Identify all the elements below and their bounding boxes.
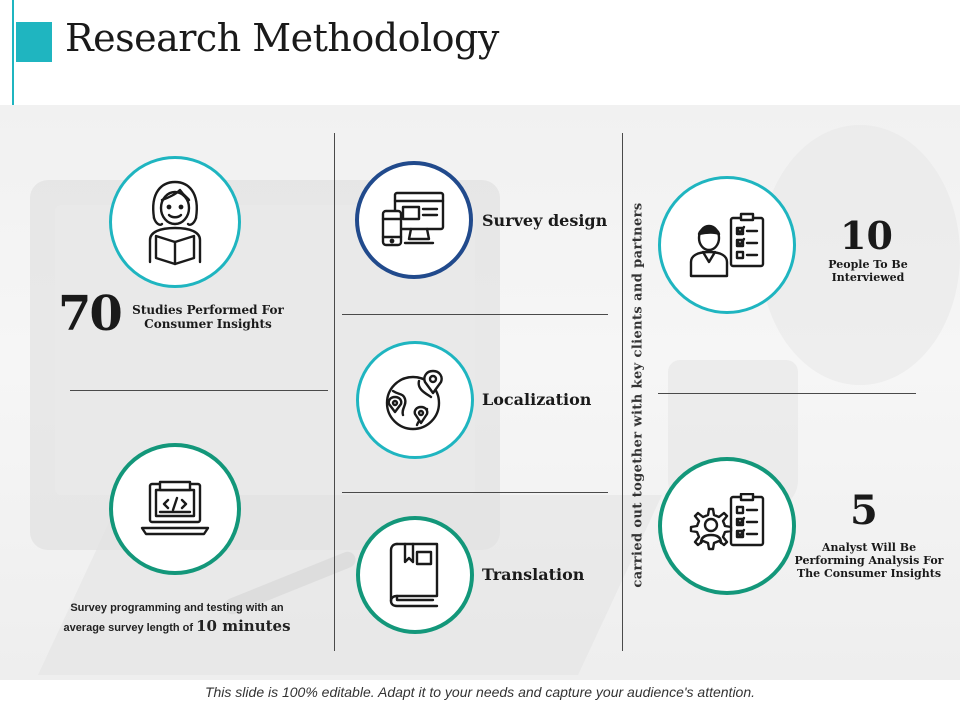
step-localization: Localization — [482, 390, 592, 409]
survey-note-line2: average survey length of 10 minutes — [46, 617, 308, 637]
globe-pins-icon — [385, 369, 443, 431]
divider-right — [658, 393, 916, 394]
divider-left — [70, 390, 328, 391]
translation-circle — [356, 516, 474, 634]
analyst-circle — [658, 457, 796, 595]
analysts-text: Analyst Will Be Performing Analysis For … — [794, 541, 944, 580]
localization-circle — [356, 341, 474, 459]
studies-text: Studies Performed For Consumer Insights — [132, 303, 284, 331]
book-icon — [389, 542, 439, 608]
interview-checklist-icon — [689, 212, 765, 278]
accent-line — [12, 0, 14, 105]
studies-value: 70 — [58, 286, 123, 342]
code-laptop-circle — [109, 443, 241, 575]
vertical-note: carried out together with key clients an… — [630, 202, 646, 588]
people-text: People To Be Interviewed — [828, 258, 908, 284]
devices-icon — [381, 191, 445, 247]
step-translation: Translation — [482, 565, 585, 584]
divider-vertical-right — [622, 133, 623, 651]
page-title: Research Methodology — [65, 16, 499, 60]
divider-vertical-left — [334, 133, 335, 651]
step-survey-design: Survey design — [482, 211, 608, 230]
interview-circle — [658, 176, 796, 314]
divider-middle-top — [342, 314, 608, 315]
survey-note: Survey programming and testing with an a… — [46, 599, 308, 637]
code-laptop-icon — [140, 480, 210, 536]
people-value: 10 — [840, 213, 893, 258]
accent-square — [16, 22, 52, 62]
survey-note-emphasis: 10 minutes — [196, 617, 291, 635]
divider-middle-bottom — [342, 492, 608, 493]
survey-design-circle — [355, 161, 473, 279]
reader-circle — [109, 156, 241, 288]
analysts-value: 5 — [850, 487, 878, 534]
survey-note-prefix: average survey length of — [63, 622, 197, 634]
survey-note-line1: Survey programming and testing with an — [70, 602, 284, 614]
gear-person-checklist-icon — [689, 493, 765, 551]
reader-woman-icon — [148, 180, 202, 266]
footer-note: This slide is 100% editable. Adapt it to… — [204, 684, 756, 700]
